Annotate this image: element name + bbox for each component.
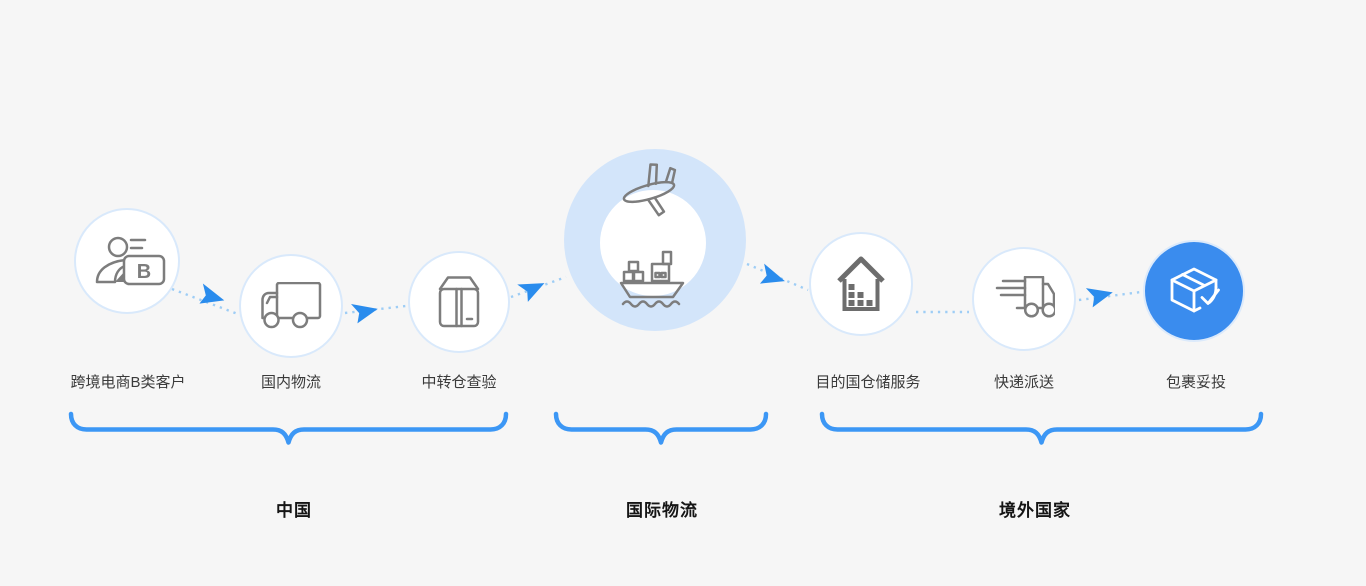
node-courier-delivery [972,247,1076,351]
node-international-transport [564,149,746,331]
step-label-b2b-customer: 跨境电商B类客户 [70,374,186,391]
brace-international [553,411,769,445]
dotted-connector [1078,290,1142,302]
package-check-icon [1170,267,1220,313]
node-domestic-logistics [239,254,343,358]
express-truck-icon [995,276,1055,318]
node-b2b-customer: B [74,208,180,314]
arrowhead-icon [517,283,545,302]
warehouse-house-icon [837,256,885,311]
person-b-icon: B [95,236,166,286]
step-label-domestic-logistics: 国内物流 [260,374,322,391]
container-box-icon [438,276,480,328]
step-label-courier-delivery: 快递派送 [993,374,1055,391]
brace-china [68,411,509,445]
node-transit-warehouse [408,251,510,353]
badge-letter: B [137,261,151,283]
truck-icon [261,282,322,329]
step-label-destination-warehouse: 目的国仓储服务 [815,374,921,391]
section-label-international: 国际物流 [626,501,698,520]
arrowhead-icon [759,263,785,284]
step-label-transit-warehouse: 中转仓查验 [421,374,497,391]
arrowhead-icon [199,283,225,304]
arrowhead-icon [351,304,378,324]
arrowhead-icon [1085,288,1113,308]
node-parcel-delivered [1143,240,1245,342]
step-label-parcel-delivered: 包裹妥投 [1165,374,1227,391]
node-destination-warehouse [809,232,913,336]
brace-overseas [819,411,1264,445]
plane-and-ship-icon [619,163,685,308]
section-label-overseas: 境外国家 [999,501,1071,520]
section-label-china: 中国 [276,501,312,520]
